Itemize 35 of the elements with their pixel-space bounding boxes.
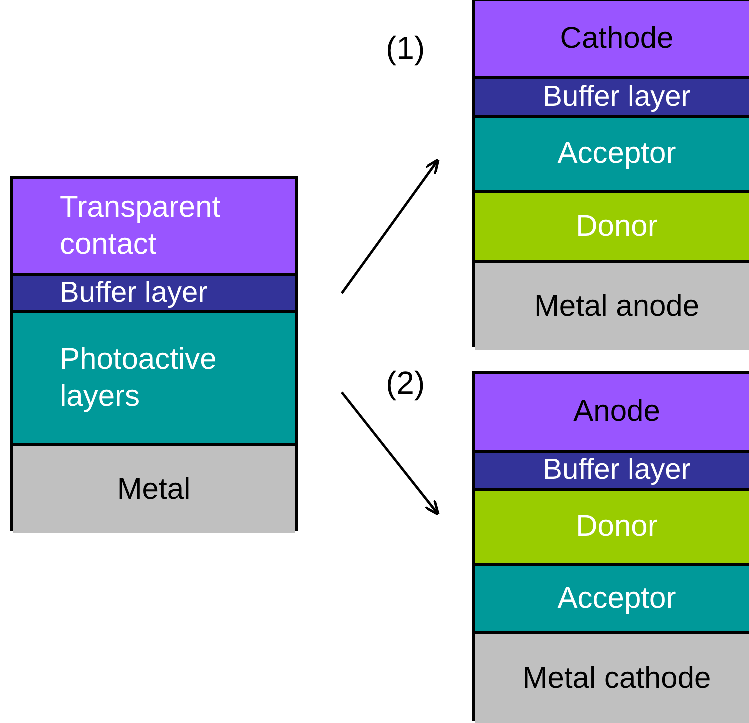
device-layer xyxy=(475,374,749,450)
device-layer xyxy=(475,115,749,190)
variant-number: (1) xyxy=(386,30,426,67)
device-layer xyxy=(475,190,749,260)
layer-label: Acceptor xyxy=(558,580,676,617)
device-layer xyxy=(13,443,295,533)
device-layer xyxy=(13,179,295,273)
device-layer xyxy=(475,488,749,563)
variant-number: (2) xyxy=(386,365,426,402)
layer-label: Photoactive layers xyxy=(60,342,218,415)
layer-stack xyxy=(472,0,749,347)
layer-label: Metal anode xyxy=(534,288,700,325)
device-layer xyxy=(475,260,749,350)
layer-label: Buffer layer xyxy=(543,453,691,488)
device-layer xyxy=(475,76,749,115)
layer-label: Anode xyxy=(574,394,660,430)
layer-label: Acceptor xyxy=(558,136,676,172)
device-layer xyxy=(475,631,749,723)
device-layer xyxy=(475,450,749,488)
layer-label: Donor xyxy=(576,509,658,546)
layer-stack xyxy=(10,176,298,531)
device-layer xyxy=(13,310,295,443)
layer-label: Buffer layer xyxy=(60,276,208,311)
layer-label: Metal xyxy=(117,472,191,508)
layer-label: Donor xyxy=(576,208,658,245)
arrow xyxy=(341,392,440,516)
layer-label: Buffer layer xyxy=(543,80,691,115)
device-layer xyxy=(13,273,295,310)
device-layer xyxy=(475,1,749,76)
layer-label: Transparent contact xyxy=(60,190,222,263)
layer-stack xyxy=(472,371,749,721)
device-layer xyxy=(475,563,749,631)
layer-label: Cathode xyxy=(560,20,674,57)
layer-label: Metal cathode xyxy=(522,661,712,698)
arrow xyxy=(340,158,440,294)
